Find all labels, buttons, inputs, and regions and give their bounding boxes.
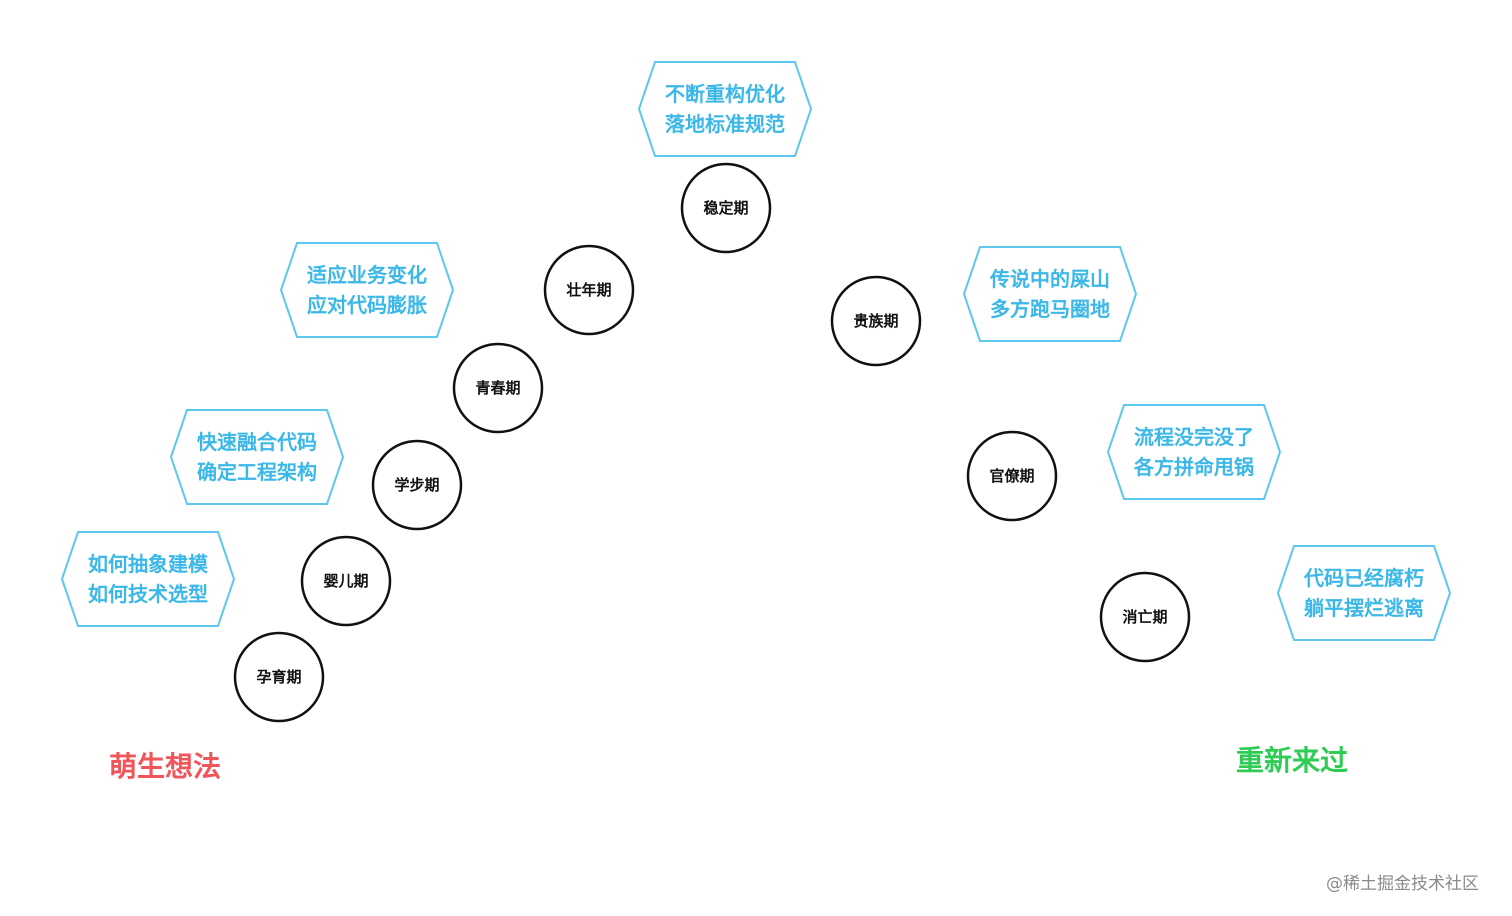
note-hexagon [169,409,345,505]
stage-label: 贵族期 [853,312,898,330]
stage-label: 稳定期 [703,199,748,217]
note-hexagon [1276,545,1452,641]
stage-node-guanliao: 官僚期 [966,430,1058,522]
stage-node-xiaowang: 消亡期 [1099,571,1191,663]
note-line: 多方跑马圈地 [990,297,1110,321]
stage-label: 壮年期 [566,281,611,299]
note-line: 不断重构优化 [665,82,785,106]
stage-circle [680,162,772,254]
stage-circle [543,244,635,336]
note-line: 确定工程架构 [197,460,317,484]
note-hexagon [279,242,455,338]
stage-node-yinger: 婴儿期 [300,535,392,627]
start-phase-label: 萌生想法 [109,750,221,783]
stage-label: 官僚期 [989,467,1034,485]
stage-node-wending: 稳定期 [680,162,772,254]
stage-circle [233,631,325,723]
note-hexagon [637,61,813,157]
note-hexagon [60,531,236,627]
stage-node-zhuangnian: 壮年期 [543,244,635,336]
stage-circle [1099,571,1191,663]
note-line: 躺平摆烂逃离 [1304,596,1424,620]
stage-circle [452,342,544,434]
watermark: @稀土掘金技术社区 [1326,874,1479,894]
note-line: 如何技术选型 [88,582,208,606]
stage-label: 孕育期 [256,668,301,686]
stage-circle [371,439,463,531]
note-hexagon [962,246,1138,342]
end-phase-label: 重新来过 [1236,744,1348,777]
stage-circle [300,535,392,627]
note-line: 传说中的屎山 [989,267,1110,291]
note-hexagon [1106,404,1282,500]
stage-label: 学步期 [394,476,439,494]
note-line: 如何抽象建模 [88,552,209,576]
stage-circle [966,430,1058,522]
note-line: 应对代码膨胀 [307,293,427,317]
stage-node-xuebu: 学步期 [371,439,463,531]
note-line: 代码已经腐朽 [1303,566,1424,590]
note-line: 流程没完没了 [1134,425,1254,449]
note-line: 快速融合代码 [197,430,317,454]
note-line: 适应业务变化 [307,263,427,287]
stage-node-guizu: 贵族期 [830,275,922,367]
stage-node-yunyu: 孕育期 [233,631,325,723]
stage-label: 青春期 [475,379,520,397]
stage-circle [830,275,922,367]
note-line: 落地标准规范 [665,112,785,136]
stage-label: 消亡期 [1122,608,1167,626]
stage-node-qingchun: 青春期 [452,342,544,434]
note-line: 各方拼命甩锅 [1133,455,1254,479]
stage-label: 婴儿期 [323,572,368,590]
